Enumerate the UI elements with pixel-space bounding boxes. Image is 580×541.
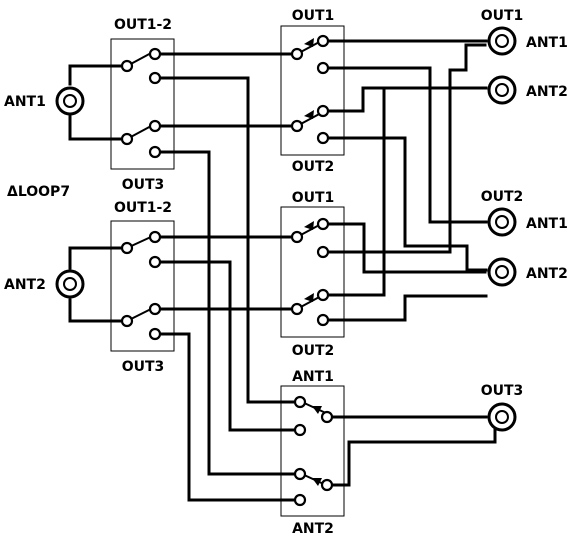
wire-sw-d-out2-ant2 <box>324 294 488 322</box>
switch-b-top-label: OUT1-2 <box>114 200 172 216</box>
input-connector-ant1 <box>55 86 85 116</box>
output-connector-out1-ant2 <box>487 75 517 105</box>
wire-ant1-in-to-sw-a-common2 <box>68 114 125 141</box>
switch-arrowhead <box>312 406 322 414</box>
switch-contact <box>290 230 304 244</box>
output-out1-ant1-label: ANT1 <box>526 35 568 51</box>
switch-contact <box>148 71 162 85</box>
wire-sw-d-out1-ant2 <box>324 86 488 297</box>
output-group-out3-title: OUT3 <box>481 383 524 399</box>
switch-contact <box>316 104 330 118</box>
switch-contact <box>316 34 330 48</box>
wiring <box>68 39 497 502</box>
switch-contact <box>316 313 330 327</box>
switch-a-top-label: OUT1-2 <box>114 17 172 33</box>
switch-a-bottom-label: OUT3 <box>122 177 165 193</box>
switch-d-box <box>280 206 345 338</box>
output-out2-ant1-label: ANT1 <box>526 216 568 232</box>
switch-e-bottom-label: ANT2 <box>292 521 334 537</box>
switch-e-contacts <box>293 395 334 507</box>
switch-contact <box>148 302 162 316</box>
switch-e-box <box>280 385 345 517</box>
wire-sw-a-out3-2 <box>153 150 301 476</box>
switch-contact <box>120 59 134 73</box>
switch-contact <box>290 47 304 61</box>
switch-arrowhead <box>312 478 322 486</box>
switch-arrowhead <box>304 293 314 302</box>
switch-contact <box>316 288 330 302</box>
switch-c-box <box>280 25 345 156</box>
wire-sw-b-out3-2 <box>153 332 301 502</box>
switch-b-box <box>110 220 175 352</box>
switch-contact <box>120 314 134 328</box>
wire-sw-c-out2-ant2 <box>324 136 488 272</box>
output-group-out1-title: OUT1 <box>481 8 524 24</box>
wire-ant1-in-to-sw-a-common1 <box>68 64 125 86</box>
switch-contact <box>320 410 334 424</box>
switch-arrowhead <box>304 221 314 230</box>
switch-c-top-label: OUT1 <box>292 8 335 24</box>
switch-contact <box>320 478 334 492</box>
switch-contact <box>290 119 304 133</box>
wire-sw-d-out1-ant1 <box>324 222 487 274</box>
switch-arrowhead <box>304 110 314 119</box>
switch-contact <box>316 217 330 231</box>
left-diagram-label: ΔLOOP7 <box>7 184 70 200</box>
switch-contact <box>120 241 134 255</box>
switch-e-top-label: ANT1 <box>292 369 334 385</box>
switch-d-contacts <box>290 217 330 327</box>
switch-contact <box>120 132 134 146</box>
switch-b-contacts <box>120 230 162 341</box>
switch-contact <box>293 467 307 481</box>
switch-contact <box>148 255 162 269</box>
output-out1-ant2-label: ANT2 <box>526 84 568 100</box>
switch-c-bottom-label: OUT2 <box>292 159 335 175</box>
switch-contact <box>293 395 307 409</box>
wire-sw-b-out3-1 <box>153 260 301 432</box>
wire-sw-a-out3-1 <box>153 76 301 404</box>
switch-contact <box>316 61 330 75</box>
wire-sw-d-out2-ant1 <box>324 43 487 254</box>
switch-b-bottom-label: OUT3 <box>122 359 165 375</box>
switch-arrowhead <box>304 38 314 47</box>
output-connector-out1-ant1 <box>487 26 517 56</box>
output-connector-out3 <box>487 402 517 432</box>
switch-contact <box>148 327 162 341</box>
switch-c-contacts <box>290 34 330 145</box>
input-connector-ant2 <box>55 269 85 299</box>
switch-contact <box>290 302 304 316</box>
output-group-out2-title: OUT2 <box>481 189 524 205</box>
switch-contact <box>148 47 162 61</box>
input-ant1-label: ANT1 <box>4 94 46 110</box>
switch-d-bottom-label: OUT2 <box>292 343 335 359</box>
switch-a-box <box>110 38 175 170</box>
switch-a-contacts <box>120 47 162 159</box>
output-connector-out2-ant1 <box>487 207 517 237</box>
switch-contact <box>316 131 330 145</box>
switch-contact <box>148 145 162 159</box>
wire-sw-c-out2-ant1 <box>324 66 488 224</box>
wire-ant2-in-to-sw-b-common1 <box>68 246 125 270</box>
switch-contact <box>293 493 307 507</box>
output-out2-ant2-label: ANT2 <box>526 266 568 282</box>
switch-contact <box>316 245 330 259</box>
switch-contact <box>148 119 162 133</box>
wire-ant2-in-to-sw-b-common2 <box>68 298 125 323</box>
wire-sw-e-to-out3-2 <box>328 428 497 487</box>
input-ant2-label: ANT2 <box>4 277 46 293</box>
switch-contact <box>148 230 162 244</box>
wire-sw-c-out1-ant2 <box>324 86 488 113</box>
switch-d-top-label: OUT1 <box>292 190 335 206</box>
switch-contact <box>293 423 307 437</box>
output-connector-out2-ant2 <box>487 257 517 287</box>
